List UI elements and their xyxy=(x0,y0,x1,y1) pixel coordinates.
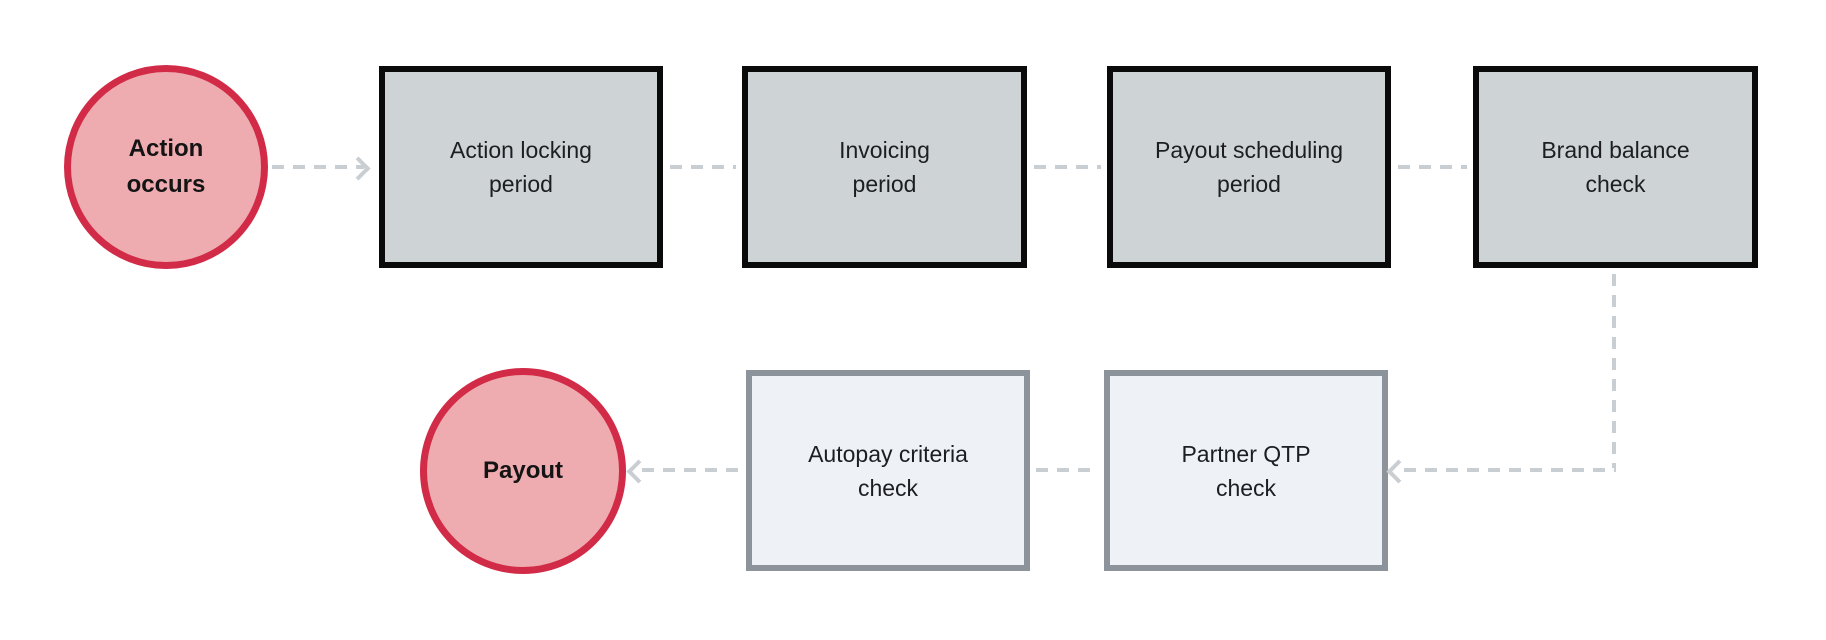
node-autopay-criteria-check: Autopay criteria check xyxy=(746,370,1030,571)
node-payout: Payout xyxy=(420,368,626,574)
connector-brand-balance-down-segment xyxy=(1612,274,1616,468)
node-invoicing-period: Invoicing period xyxy=(742,66,1027,268)
node-invoicing-period-label: Invoicing period xyxy=(839,137,930,197)
node-payout-scheduling-period-label: Payout scheduling period xyxy=(1155,137,1343,197)
node-partner-qtp-check: Partner QTP check xyxy=(1104,370,1388,571)
node-action-locking-period: Action locking period xyxy=(379,66,663,268)
node-brand-balance-check-label: Brand balance check xyxy=(1541,137,1690,197)
node-autopay-criteria-check-label: Autopay criteria check xyxy=(808,440,968,501)
connector-invoicing-to-payout-scheduling xyxy=(1034,165,1101,169)
connector-autopay-criteria-to-payout xyxy=(642,468,740,472)
arrowhead-right-icon xyxy=(346,156,371,181)
connector-payout-scheduling-to-brand-balance xyxy=(1398,165,1467,169)
connector-brand-balance-to-partner-qtp xyxy=(1404,468,1616,472)
connector-partner-qtp-to-autopay-criteria xyxy=(1036,468,1098,472)
node-partner-qtp-check-label: Partner QTP check xyxy=(1181,440,1311,501)
node-payout-scheduling-period: Payout scheduling period xyxy=(1107,66,1391,268)
node-action-occurs: Action occurs xyxy=(64,65,268,269)
node-brand-balance-check: Brand balance check xyxy=(1473,66,1758,268)
arrowhead-left-icon xyxy=(1386,459,1411,484)
connector-action-locking-to-invoicing xyxy=(670,165,736,169)
connector-action-occurs-to-action-locking xyxy=(272,165,364,169)
node-action-locking-period-label: Action locking period xyxy=(450,137,592,197)
node-payout-label: Payout xyxy=(482,457,563,484)
node-action-occurs-label: Action occurs xyxy=(126,135,206,198)
arrowhead-left-icon xyxy=(626,459,651,484)
